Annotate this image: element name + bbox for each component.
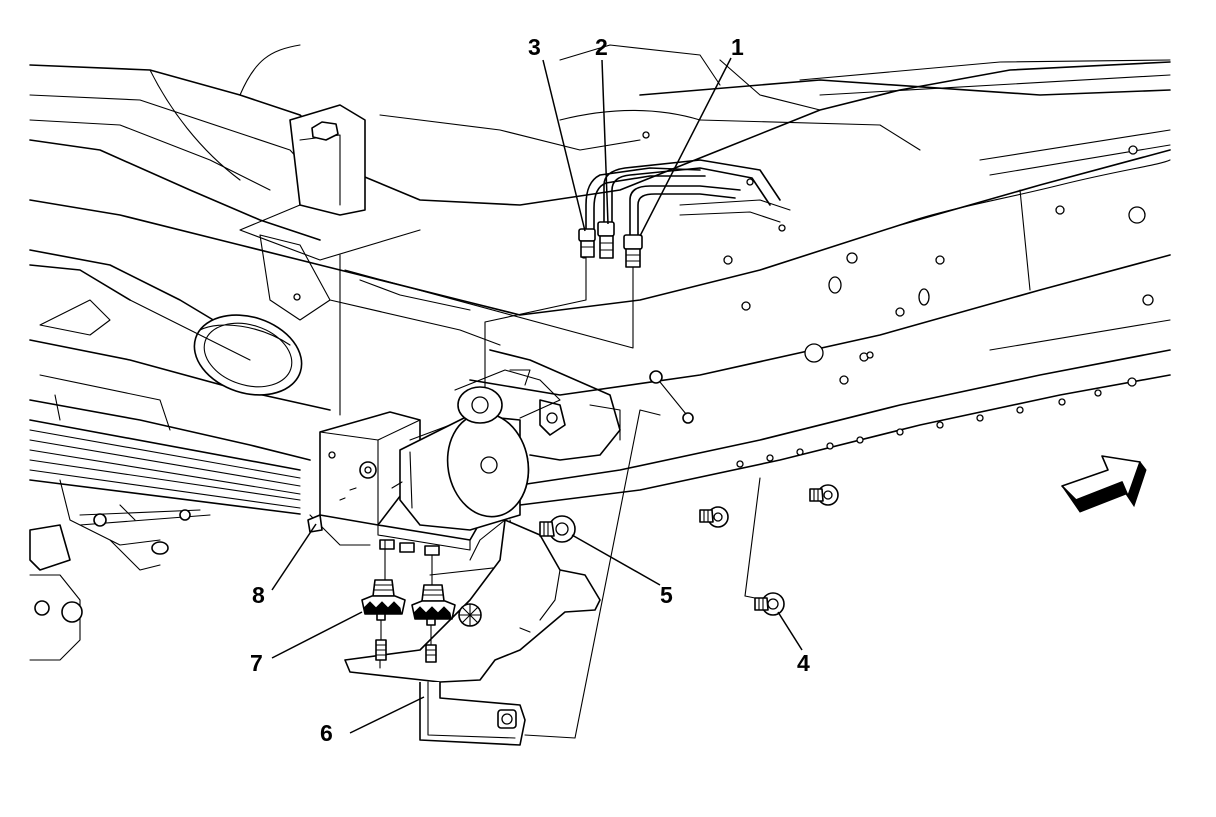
callout-3: 3 (528, 34, 541, 60)
callout-7: 7 (250, 650, 263, 676)
small-nut-frame (649, 370, 694, 424)
vehicle-frame-background (29, 44, 1171, 661)
abs-modulator-valve-assembly (307, 369, 561, 556)
callout-4: 4 (797, 650, 810, 676)
isolator-right (411, 584, 456, 663)
bolt-frame-a (699, 506, 729, 528)
bolt-item-5 (539, 515, 576, 543)
callout-labels: 1 2 3 4 5 6 7 8 (250, 34, 810, 746)
frame-rail-holes (580, 131, 1154, 468)
callout-8: 8 (252, 582, 265, 608)
brake-pipe-fitting-2 (597, 221, 615, 259)
bolt-item-4 (754, 592, 785, 616)
callout-2: 2 (595, 34, 608, 60)
brake-pipe-fitting-3 (578, 228, 596, 258)
callout-leaders (271, 57, 803, 734)
callout-6: 6 (320, 720, 333, 746)
brake-pipe-fitting-1 (623, 234, 643, 268)
callout-5: 5 (660, 582, 673, 608)
front-direction-arrow-icon (1061, 455, 1147, 513)
brake-pipes (585, 159, 791, 241)
isolator-left (361, 579, 406, 661)
callout-1: 1 (731, 34, 744, 60)
abs-mounting-bracket (344, 519, 601, 746)
bolt-frame-b (809, 484, 839, 506)
